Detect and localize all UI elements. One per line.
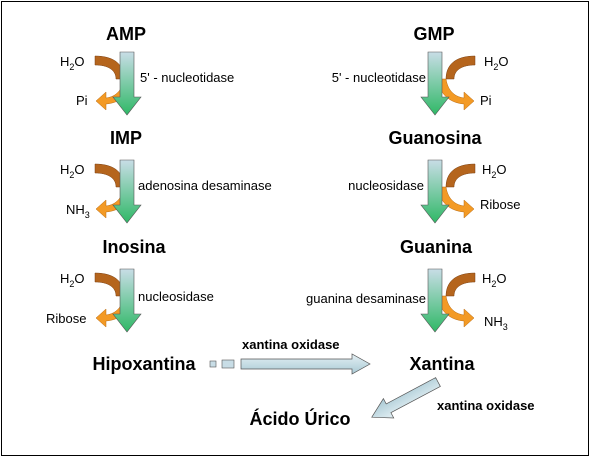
enzyme-label: guanina desaminase xyxy=(306,291,426,306)
molecule-pi: Pi xyxy=(76,93,88,108)
node-imp: IMP xyxy=(110,128,142,148)
enzyme-label: xantina oxidase xyxy=(242,337,340,352)
reaction-arrow xyxy=(112,51,142,116)
molecule-ribose: Ribose xyxy=(46,311,86,326)
node-acido-urico: Ácido Úrico xyxy=(249,408,350,429)
molecule-h2o: H2O xyxy=(60,54,85,72)
molecule-h2o: H2O xyxy=(482,271,507,289)
substrate-in-arrow xyxy=(94,55,125,80)
substrate-in-arrow xyxy=(94,272,125,297)
enzyme-label: nucleosidase xyxy=(138,289,214,304)
substrate-in-arrow xyxy=(445,163,476,188)
product-out-arrow xyxy=(437,186,475,219)
molecule-nh3: NH3 xyxy=(66,202,90,220)
reaction-arrow xyxy=(420,159,450,224)
arrow-tail-segment xyxy=(221,359,235,369)
enzyme-label: xantina oxidase xyxy=(437,398,535,413)
substrate-in-arrow xyxy=(445,272,476,297)
node-guanina: Guanina xyxy=(400,237,473,257)
molecule-h2o: H2O xyxy=(484,54,509,72)
enzyme-label: 5' - nucleotidase xyxy=(332,70,426,85)
xantina-oxidase-arrow xyxy=(240,353,371,375)
substrate-in-arrow xyxy=(445,55,476,80)
diagonal-arrow-shape xyxy=(371,377,441,419)
enzyme-label: adenosina desaminase xyxy=(138,178,272,193)
product-out-arrow xyxy=(437,78,475,111)
node-xantina: Xantina xyxy=(409,354,475,374)
enzyme-label: nucleosidase xyxy=(348,178,424,193)
reaction-arrow xyxy=(420,268,450,333)
reaction-arrow xyxy=(420,51,450,116)
arrow-tail-segment xyxy=(209,360,217,368)
molecule-pi: Pi xyxy=(480,93,492,108)
enzyme-label: 5' - nucleotidase xyxy=(140,70,234,85)
node-inosina: Inosina xyxy=(102,237,166,257)
reaction-arrow xyxy=(112,268,142,333)
reaction-arrow xyxy=(112,159,142,224)
node-hipoxantina: Hipoxantina xyxy=(92,354,196,374)
node-gmp: GMP xyxy=(413,24,454,44)
node-amp: AMP xyxy=(106,24,146,44)
molecule-h2o: H2O xyxy=(482,162,507,180)
substrate-in-arrow xyxy=(94,163,125,188)
node-guanosina: Guanosina xyxy=(388,128,482,148)
molecule-h2o: H2O xyxy=(60,271,85,289)
molecule-h2o: H2O xyxy=(60,162,85,180)
molecule-ribose: Ribose xyxy=(480,197,520,212)
product-out-arrow xyxy=(437,295,475,328)
xantina-oxidase-arrow-diagonal xyxy=(371,377,441,419)
molecule-nh3: NH3 xyxy=(484,314,508,332)
